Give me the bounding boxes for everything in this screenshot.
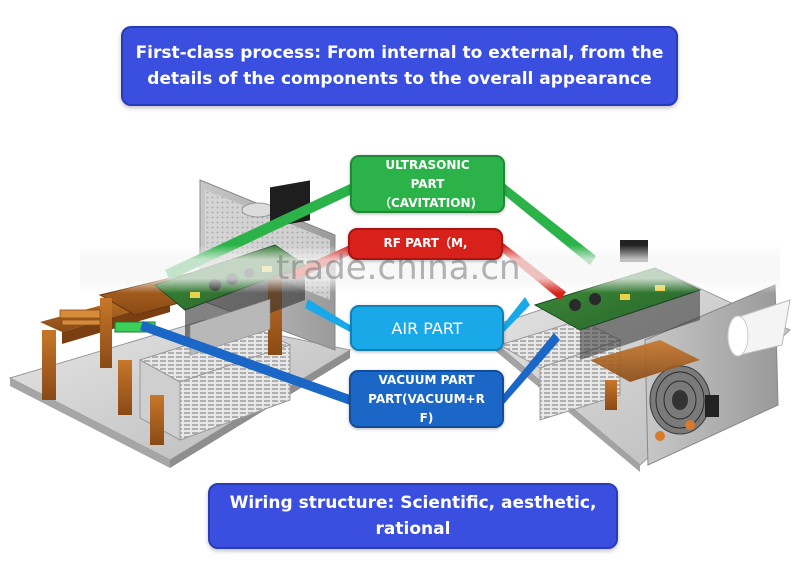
vacuum-line3: F): [419, 410, 434, 425]
bottom-banner: Wiring structure: Scientific, aesthetic,…: [208, 483, 618, 549]
ultrasonic-line1: ULTRASONIC: [385, 157, 470, 172]
vacuum-part-label: VACUUM PART PART(VACUUM+R F): [349, 370, 504, 428]
fan-grille-icon: [649, 365, 711, 435]
vacuum-line1: VACUUM PART: [378, 372, 475, 387]
rf-part-label: RF PART（M,: [348, 228, 503, 260]
top-banner-line2: details of the components to the overall…: [147, 69, 652, 89]
ultrasonic-part-label: ULTRASONIC PART （CAVITATION): [350, 155, 505, 213]
rf-text: RF PART（M,: [383, 236, 468, 250]
air-part-label: AIR PART: [350, 305, 504, 351]
bottom-banner-line1: Wiring structure: Scientific, aesthetic,: [229, 493, 597, 513]
left-device: [8, 179, 352, 468]
ultrasonic-line3: （CAVITATION): [378, 195, 477, 210]
top-banner-line1: First-class process: From internal to ex…: [135, 43, 664, 63]
vacuum-line2: PART(VACUUM+R: [368, 391, 485, 406]
air-text: AIR PART: [391, 318, 463, 338]
bottom-banner-line2: rational: [375, 519, 451, 539]
top-banner: First-class process: From internal to ex…: [121, 26, 678, 106]
ultrasonic-line2: PART: [410, 176, 445, 191]
